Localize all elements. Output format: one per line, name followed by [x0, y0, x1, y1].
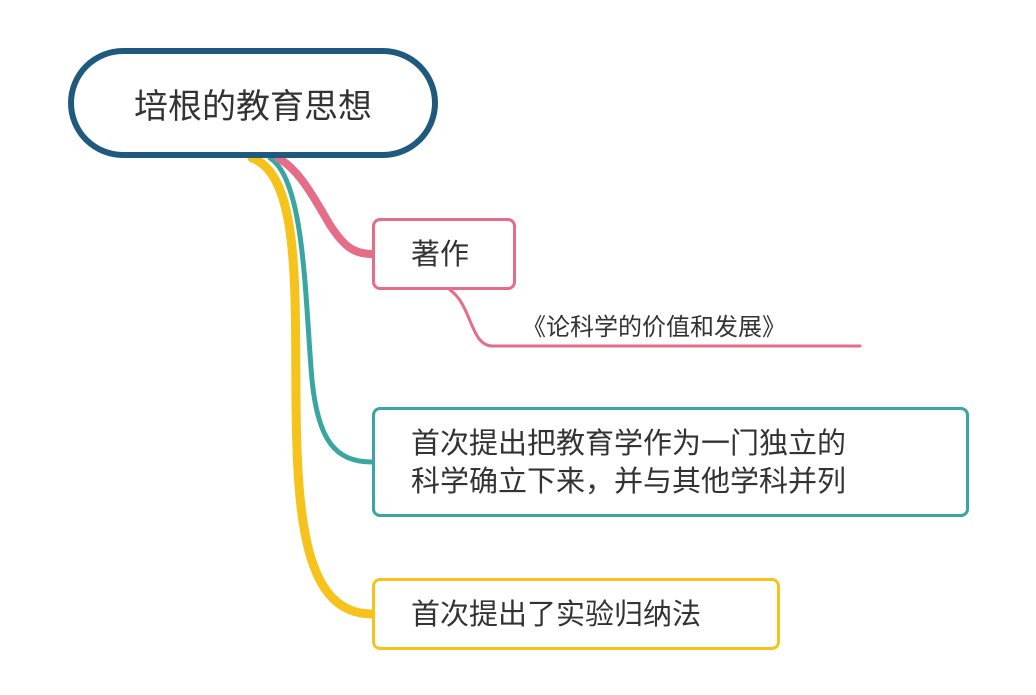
connector-pink	[274, 154, 376, 258]
connector-pink-sub	[448, 288, 862, 348]
node-independent-discipline-line-1: 首次提出把教育学作为一门独立的	[411, 426, 847, 460]
node-inductive-method-label: 首次提出了实验归纳法	[411, 597, 702, 631]
node-works-label: 著作	[411, 237, 470, 271]
node-inductive-method[interactable]: 首次提出了实验归纳法	[372, 578, 780, 650]
root-label: 培根的教育思想	[134, 86, 372, 127]
node-works[interactable]: 著作	[372, 218, 516, 290]
node-works-subitem: 《论科学的价值和发展》	[522, 313, 786, 341]
root-node[interactable]: 培根的教育思想	[68, 48, 438, 158]
connector-teal	[267, 155, 375, 465]
connector-yellow	[247, 153, 377, 619]
node-independent-discipline[interactable]: 首次提出把教育学作为一门独立的 科学确立下来，并与其他学科并列	[372, 407, 969, 517]
node-independent-discipline-line-2: 科学确立下来，并与其他学科并列	[411, 464, 847, 498]
